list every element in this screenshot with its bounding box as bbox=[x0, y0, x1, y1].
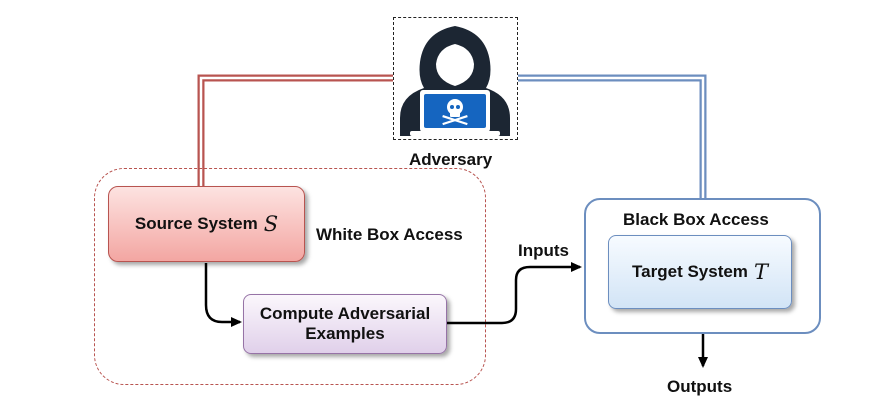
target-system-node: Target System T bbox=[608, 235, 792, 309]
compute-label-line2: Examples bbox=[305, 324, 385, 343]
compute-label-line1: Compute Adversarial bbox=[259, 304, 431, 323]
black-box-access-label: Black Box Access bbox=[623, 210, 769, 229]
compute-to-target-arrow bbox=[447, 262, 582, 325]
source-system-label: Source System bbox=[134, 214, 258, 233]
adversary-icon-frame bbox=[393, 17, 518, 140]
adversary-to-target-link bbox=[518, 74, 707, 200]
target-system-label: Target System bbox=[632, 262, 748, 281]
adversary-to-source-link bbox=[197, 74, 393, 186]
white-box-access-region bbox=[94, 168, 486, 385]
white-box-access-label: White Box Access bbox=[316, 225, 463, 244]
source-system-symbol: S bbox=[263, 212, 279, 236]
source-to-compute-arrow bbox=[204, 263, 242, 327]
hooded-hacker-laptop-icon bbox=[400, 26, 510, 136]
target-system-symbol: T bbox=[753, 260, 768, 284]
compute-adversarial-examples-node: Compute Adversarial Examples bbox=[243, 294, 447, 354]
inputs-label: Inputs bbox=[518, 241, 569, 260]
outputs-label: Outputs bbox=[667, 377, 733, 396]
source-system-node: Source System S bbox=[108, 186, 305, 262]
adversary-label: Adversary bbox=[409, 150, 493, 169]
